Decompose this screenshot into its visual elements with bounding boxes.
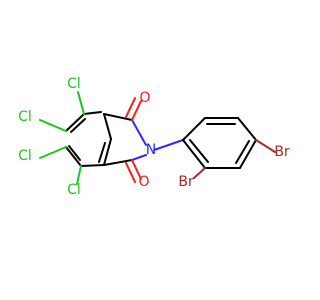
bond-aryl-6-inner (189, 139, 209, 163)
atom-cl4: Cl (67, 182, 81, 198)
atom-cl2: Cl (18, 109, 32, 125)
bond-br2 (193, 167, 206, 179)
bond-ring-4 (80, 164, 105, 167)
bond-ring-5 (65, 146, 82, 167)
molecule-diagram: Cl Cl Cl Cl O O N Br Br (18, 76, 290, 198)
bond-br1 (255, 139, 276, 153)
bond-o2-a (131, 159, 142, 180)
bond-ring-6-inner (70, 118, 86, 133)
bond-c8-n (131, 119, 147, 146)
benzo-ring (65, 111, 112, 167)
bond-aryl-1 (182, 117, 206, 141)
bond-ring-3-inner (98, 142, 106, 163)
aryl-ring (182, 117, 257, 169)
bond-o1-a (131, 100, 142, 121)
bond-aryl-6 (182, 139, 206, 169)
atom-cl3: Cl (18, 148, 32, 164)
atom-cl1: Cl (67, 76, 81, 92)
imide-ring (103, 113, 147, 166)
bond-c1-c8 (103, 113, 133, 121)
atom-br1: Br (274, 144, 290, 160)
bond-ring-2 (103, 113, 112, 140)
bond-cl1 (77, 91, 85, 115)
bond-aryl-4 (239, 139, 257, 169)
bond-ring-3 (103, 138, 112, 166)
bond-n-c9 (131, 154, 147, 161)
bond-ring-5-inner (68, 145, 81, 161)
bond-c9-c3 (103, 159, 133, 166)
bond-ring-1 (83, 111, 102, 115)
atom-o2: O (138, 174, 149, 190)
bond-ring-6 (65, 113, 85, 132)
bond-aryl-3 (237, 117, 257, 141)
atom-n1: N (146, 142, 156, 158)
atom-br2: Br (178, 174, 194, 190)
bond-cl4 (76, 165, 82, 185)
bond-cl2 (39, 119, 67, 132)
bond-n-aryl (153, 139, 184, 151)
atom-o1: O (139, 90, 150, 106)
bond-o2-b (125, 162, 136, 183)
bond-cl3 (39, 146, 67, 159)
bond-o1-b (125, 97, 136, 118)
bond-aryl-4-inner (235, 140, 250, 164)
